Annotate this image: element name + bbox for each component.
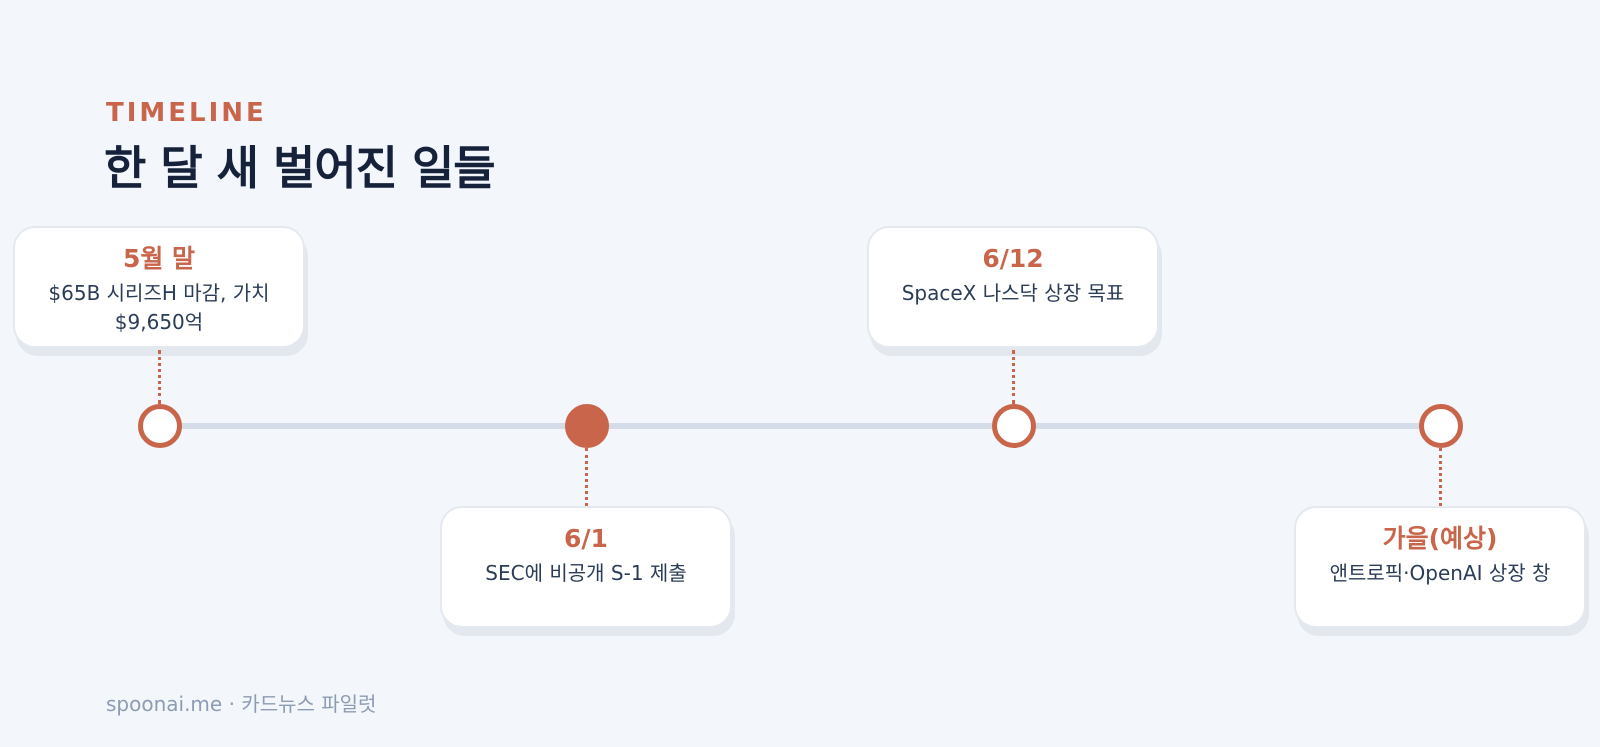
connector-3 [1012, 350, 1015, 404]
timeline-node-1 [138, 404, 182, 448]
event-date: 가을(예상) [1382, 524, 1498, 553]
event-description: $65B 시리즈H 마감, 가치 $9,650억 [48, 281, 270, 334]
timeline-card-4: 가을(예상) 앤트로픽·OpenAI 상장 창 [1294, 506, 1586, 628]
timeline-card-3: 6/12 SpaceX 나스닥 상장 목표 [867, 226, 1159, 348]
event-date: 6/12 [982, 244, 1044, 273]
event-description: SpaceX 나스닥 상장 목표 [901, 281, 1125, 305]
connector-4 [1439, 448, 1442, 506]
timeline-card-1: 5월 말 $65B 시리즈H 마감, 가치 $9,650억 [13, 226, 305, 348]
event-description: SEC에 비공개 S-1 제출 [485, 561, 687, 585]
event-description: 앤트로픽·OpenAI 상장 창 [1329, 561, 1551, 585]
timeline-node-3 [992, 404, 1036, 448]
timeline-node-4 [1419, 404, 1463, 448]
connector-2 [585, 448, 588, 506]
timeline-node-2 [565, 404, 609, 448]
connector-1 [158, 350, 161, 404]
timeline-card-2: 6/1 SEC에 비공개 S-1 제출 [440, 506, 732, 628]
footer-credit: spoonai.me · 카드뉴스 파일럿 [106, 692, 377, 716]
event-date: 5월 말 [122, 244, 196, 273]
page-title: 한 달 새 벌어진 일들 [104, 141, 496, 195]
event-date: 6/1 [564, 524, 608, 553]
eyebrow-label: TIMELINE [106, 98, 267, 128]
timeline-track [160, 423, 1440, 429]
